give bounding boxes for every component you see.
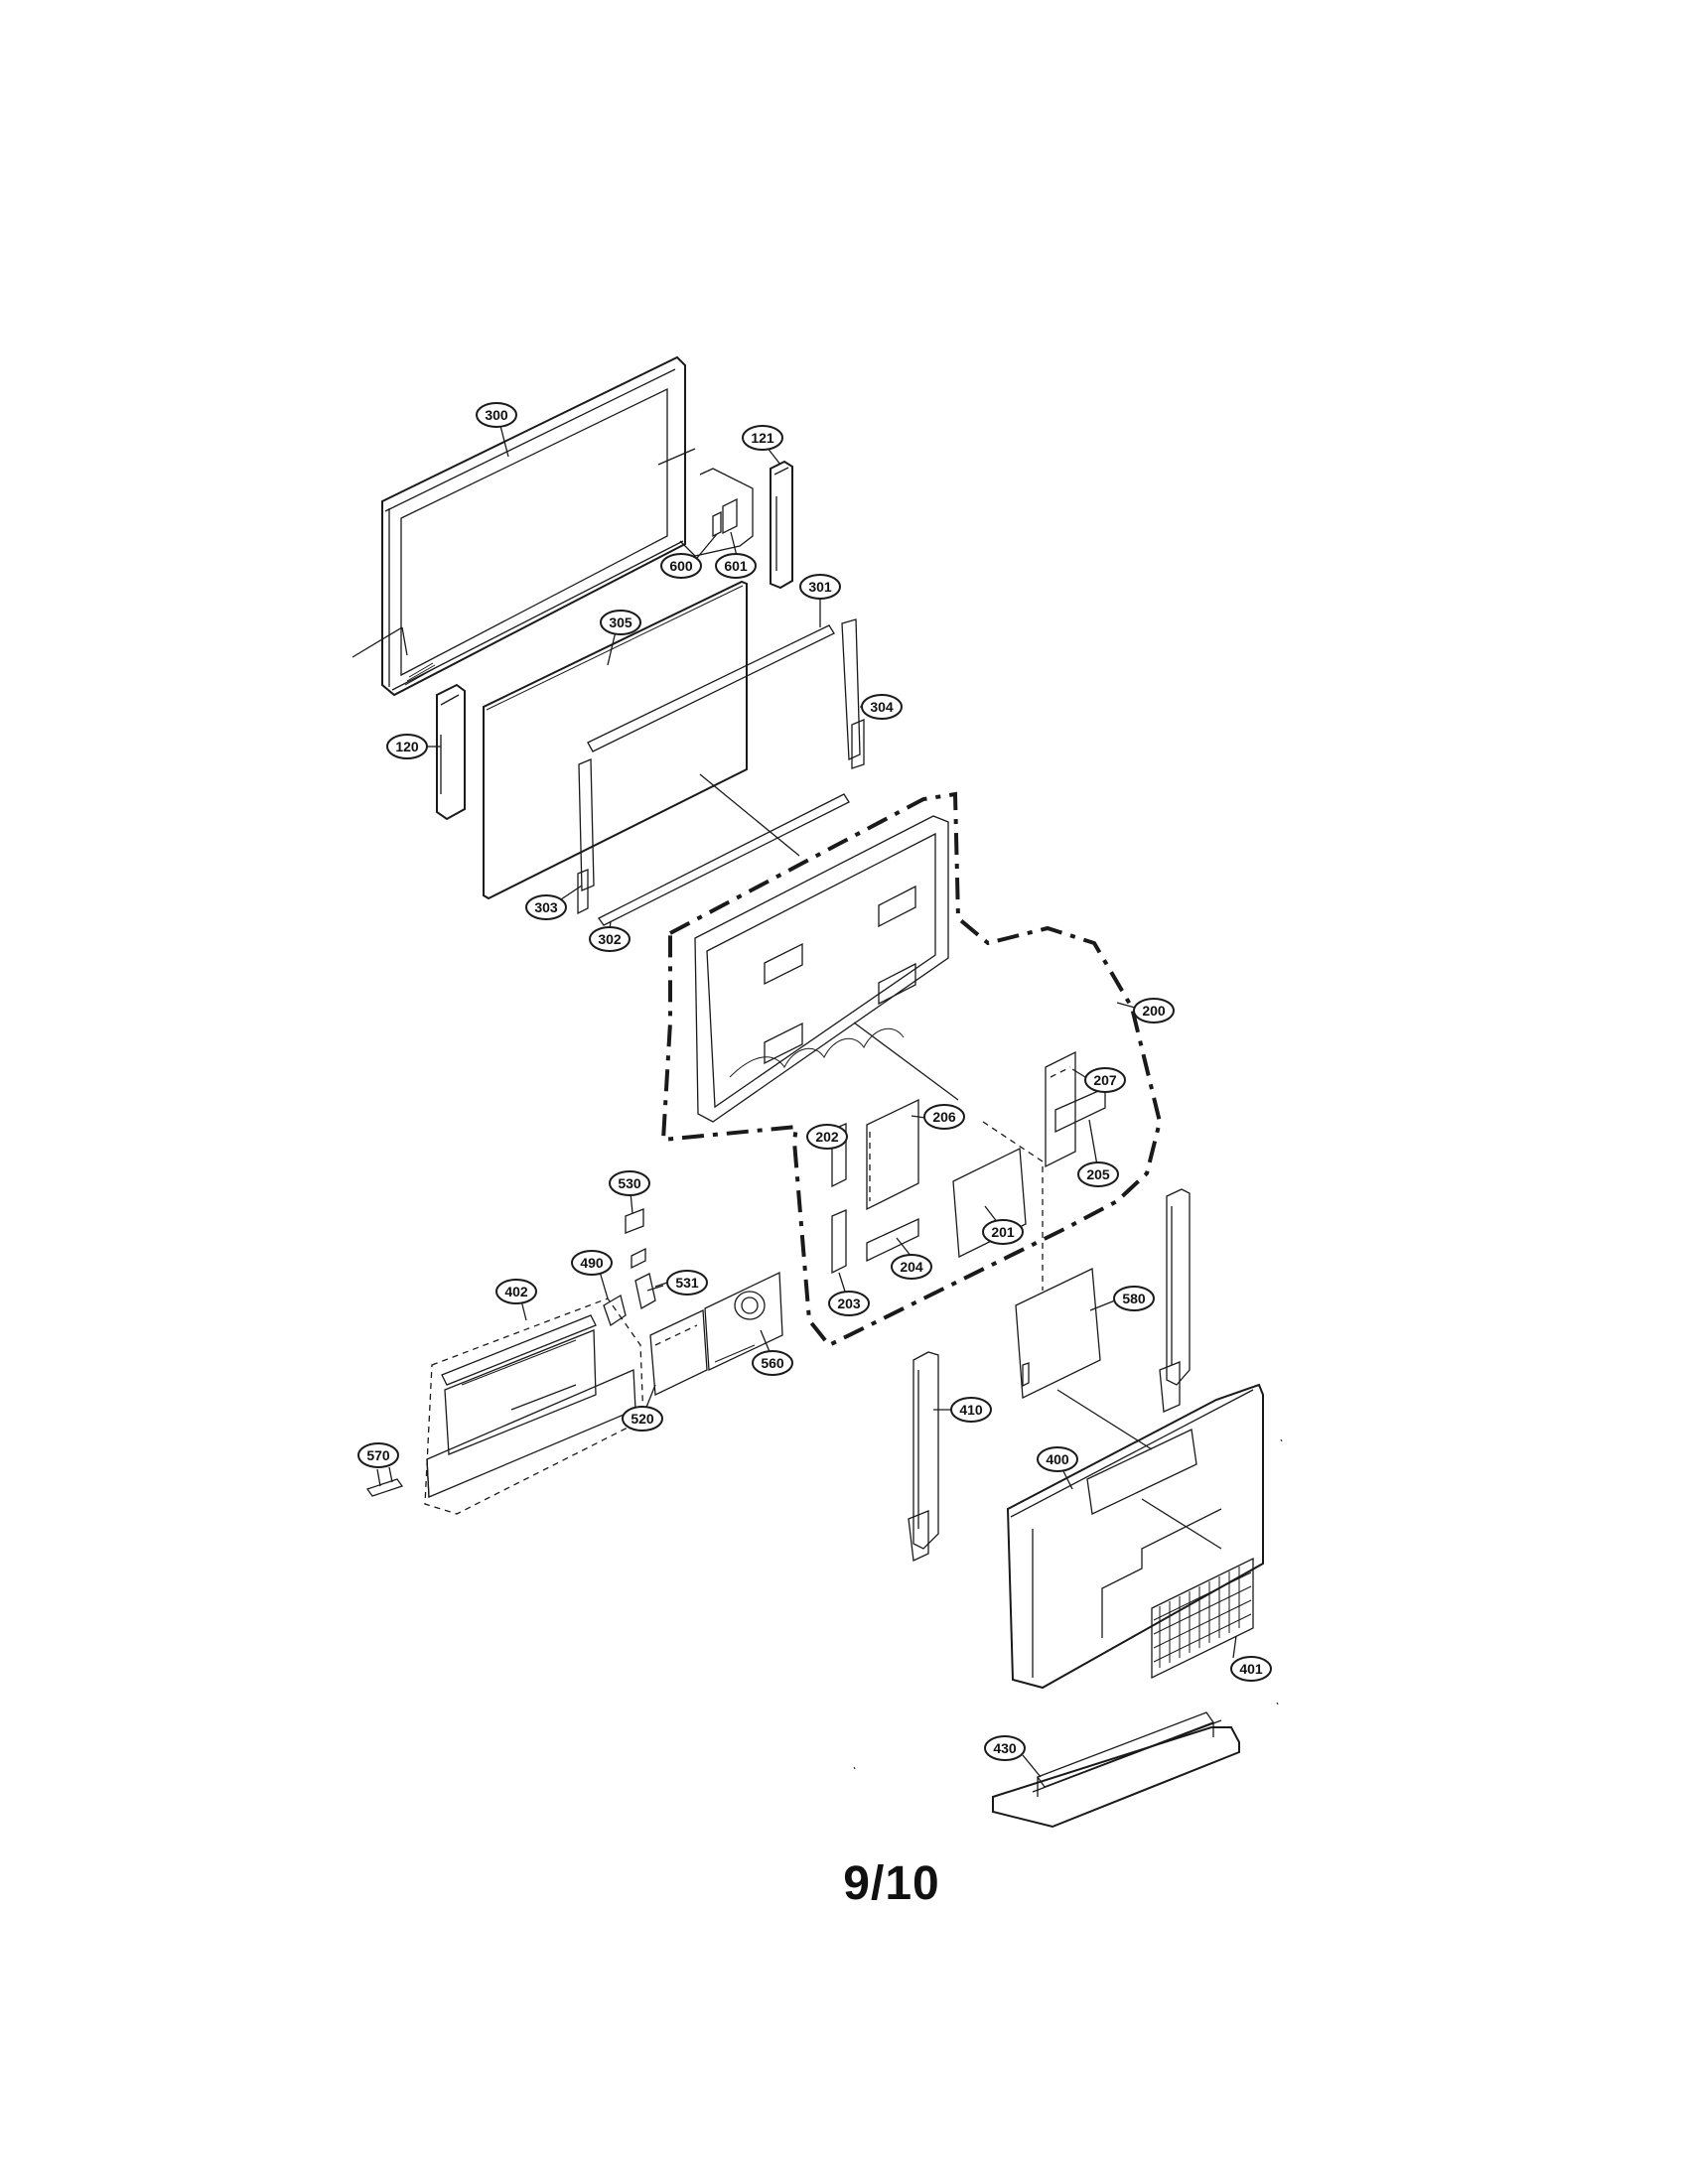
part-board-201 — [952, 1147, 1027, 1259]
callout-601: 601 — [715, 531, 757, 579]
callout-label: 200 — [1142, 1003, 1166, 1019]
part-570 — [365, 1466, 404, 1497]
callout-label: 205 — [1086, 1166, 1110, 1182]
callout-203: 203 — [828, 1272, 870, 1316]
callout-label: 410 — [959, 1402, 983, 1418]
callout-520: 520 — [622, 1384, 663, 1432]
part-back-cover — [1006, 1383, 1264, 1690]
callout-600: 600 — [660, 533, 718, 579]
callout-206: 206 — [911, 1104, 965, 1130]
callout-label: 600 — [669, 558, 693, 574]
part-board-202 — [831, 1123, 847, 1188]
callout-410: 410 — [933, 1397, 992, 1423]
callout-label: 430 — [993, 1740, 1017, 1756]
callout-205: 205 — [1077, 1119, 1119, 1187]
callout-label: 121 — [751, 430, 774, 446]
part-board-206 — [866, 1098, 919, 1211]
callout-label: 120 — [395, 739, 419, 754]
callout-400: 400 — [1037, 1446, 1078, 1490]
callout-580: 580 — [1089, 1286, 1155, 1311]
callout-204: 204 — [891, 1237, 932, 1280]
callout-121: 121 — [742, 425, 783, 466]
part-board-204 — [866, 1217, 919, 1263]
callout-label: 302 — [598, 931, 622, 947]
part-board-560 — [704, 1271, 783, 1371]
callout-label: 530 — [618, 1175, 641, 1191]
callout-label: 303 — [534, 899, 558, 915]
callout-531: 531 — [654, 1270, 708, 1296]
part-490 — [603, 1294, 627, 1327]
part-board-207 — [1045, 1050, 1076, 1168]
part-board-520 — [649, 1309, 708, 1396]
callout-label: 570 — [366, 1447, 390, 1463]
callout-label: 201 — [991, 1224, 1015, 1240]
callout-label: 400 — [1046, 1451, 1069, 1467]
callout-530: 530 — [609, 1170, 650, 1214]
callout-label: 203 — [837, 1296, 861, 1311]
callout-label: 490 — [580, 1255, 604, 1271]
callout-label: 300 — [485, 407, 508, 423]
callout-302: 302 — [589, 920, 631, 952]
callout-570: 570 — [357, 1442, 399, 1468]
part-530 — [625, 1208, 646, 1270]
part-board-580 — [1015, 1268, 1101, 1400]
callout-label: 304 — [870, 699, 894, 715]
part-front-panel-assembly — [424, 1297, 644, 1515]
leader-frame-to-module — [699, 773, 800, 857]
callout-120: 120 — [386, 734, 441, 759]
part-panel-glass — [483, 580, 748, 900]
callout-label: 560 — [761, 1355, 784, 1371]
part-531 — [634, 1273, 664, 1310]
part-display-module — [694, 815, 959, 1123]
part-right-side-bracket — [679, 460, 793, 590]
part-left-rear-bracket — [908, 1351, 939, 1562]
callout-label: 531 — [675, 1275, 699, 1291]
part-stand-base — [992, 1711, 1240, 1829]
part-panel-frame — [577, 618, 865, 926]
callout-label: 580 — [1122, 1291, 1146, 1306]
callout-430: 430 — [984, 1735, 1042, 1778]
callout-305: 305 — [600, 610, 641, 666]
callout-402: 402 — [495, 1279, 537, 1321]
callout-label: 402 — [504, 1284, 528, 1299]
callout-303: 303 — [525, 885, 583, 920]
callout-label: 207 — [1093, 1072, 1117, 1088]
callout-label: 206 — [932, 1109, 956, 1125]
callout-207: 207 — [1071, 1067, 1126, 1093]
callout-label: 305 — [609, 614, 632, 630]
stray-marks — [853, 1438, 1283, 1770]
callout-300: 300 — [476, 402, 517, 458]
callout-label: 401 — [1239, 1661, 1263, 1677]
callout-490: 490 — [571, 1250, 613, 1299]
part-module-outline — [660, 791, 1163, 1348]
part-front-bezel — [351, 355, 696, 697]
callout-label: 204 — [900, 1259, 923, 1275]
callout-202: 202 — [806, 1124, 848, 1150]
part-left-side-bracket — [436, 683, 466, 821]
part-right-rear-bracket — [1159, 1188, 1191, 1413]
callout-200: 200 — [1133, 998, 1175, 1024]
axis-line — [982, 1121, 1044, 1291]
callout-label: 601 — [724, 558, 748, 574]
leader-200 — [1116, 1002, 1136, 1009]
callout-301: 301 — [799, 574, 841, 627]
callout-label: 301 — [808, 579, 832, 595]
callout-201: 201 — [982, 1205, 1024, 1245]
callout-label: 520 — [631, 1411, 654, 1427]
callout-401: 401 — [1230, 1635, 1272, 1682]
page-number: 9/10 — [843, 1857, 940, 1910]
callout-560: 560 — [752, 1329, 793, 1376]
part-board-205 — [1054, 1087, 1106, 1134]
callout-label: 202 — [815, 1129, 839, 1145]
part-board-203 — [831, 1209, 847, 1275]
callout-304: 304 — [860, 694, 903, 720]
